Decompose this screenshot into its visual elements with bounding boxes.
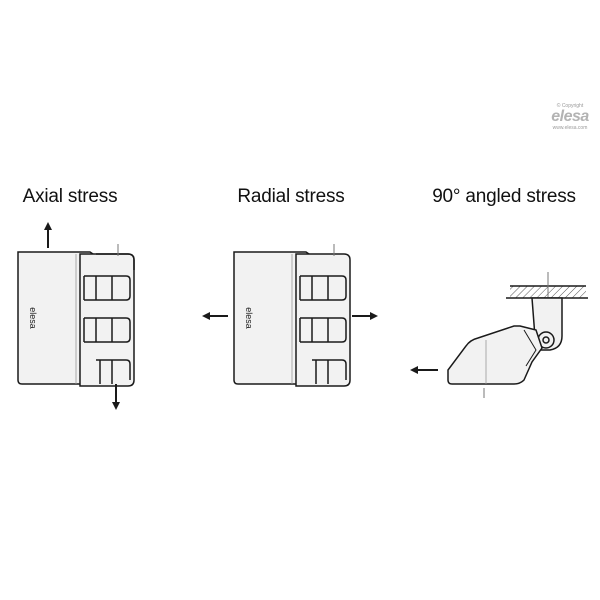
angled-hinge xyxy=(447,297,563,398)
logo-url: www.elesa.com xyxy=(552,125,588,131)
radial-hinge-mark: elesa xyxy=(244,307,254,329)
axial-hinge-knuckles xyxy=(79,253,135,387)
angled-stress-title: 90° angled stress xyxy=(432,186,576,207)
logo-brand: elesa xyxy=(551,108,589,125)
radial-hinge xyxy=(233,244,351,387)
radial-hinge-knuckles xyxy=(295,253,351,387)
axial-hinge-mark: elesa xyxy=(28,307,38,329)
angled-lower-leaf xyxy=(447,325,543,385)
axial-hinge xyxy=(17,244,135,387)
axial-stress-title: Axial stress xyxy=(22,186,118,207)
radial-stress-title: Radial stress xyxy=(237,186,345,207)
logo-copyright: © Copyright xyxy=(556,103,584,109)
angled-mounting-surface xyxy=(506,272,588,300)
elesa-logo: © Copyright elesa www.elesa.com xyxy=(548,103,592,131)
